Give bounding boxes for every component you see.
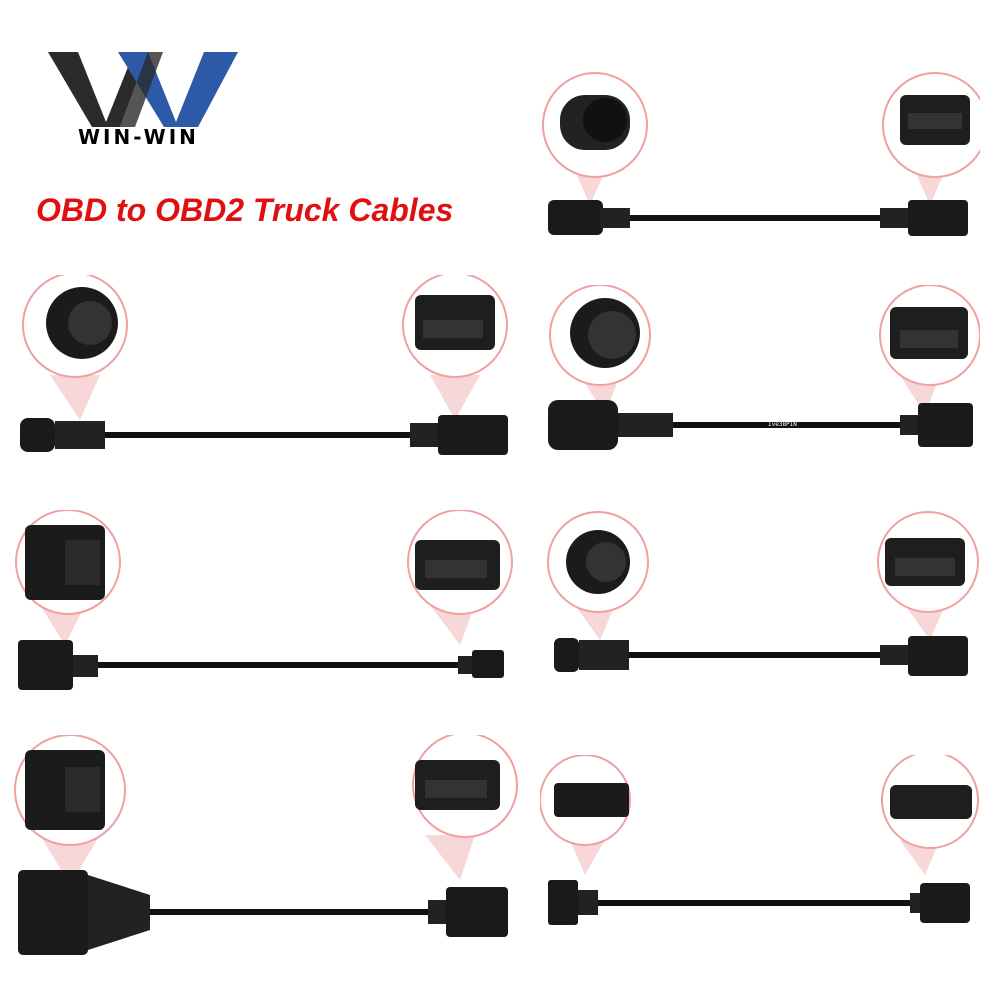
- cable-marking: Ive38PIN: [768, 421, 797, 428]
- page-title: OBD to OBD2 Truck Cables: [36, 192, 454, 228]
- win-win-logo-mark: [48, 52, 238, 127]
- cable-panel-4: [10, 510, 520, 700]
- cable-panel-1: [540, 65, 980, 265]
- cable-panel-2: [10, 275, 520, 475]
- logo-text: WIN-WIN: [78, 125, 199, 149]
- cable-panel-5: [540, 510, 980, 700]
- cable-panel-7: [540, 755, 980, 955]
- cable-panel-6: [10, 735, 520, 965]
- cable-panel-3: Ive38PIN: [540, 285, 980, 475]
